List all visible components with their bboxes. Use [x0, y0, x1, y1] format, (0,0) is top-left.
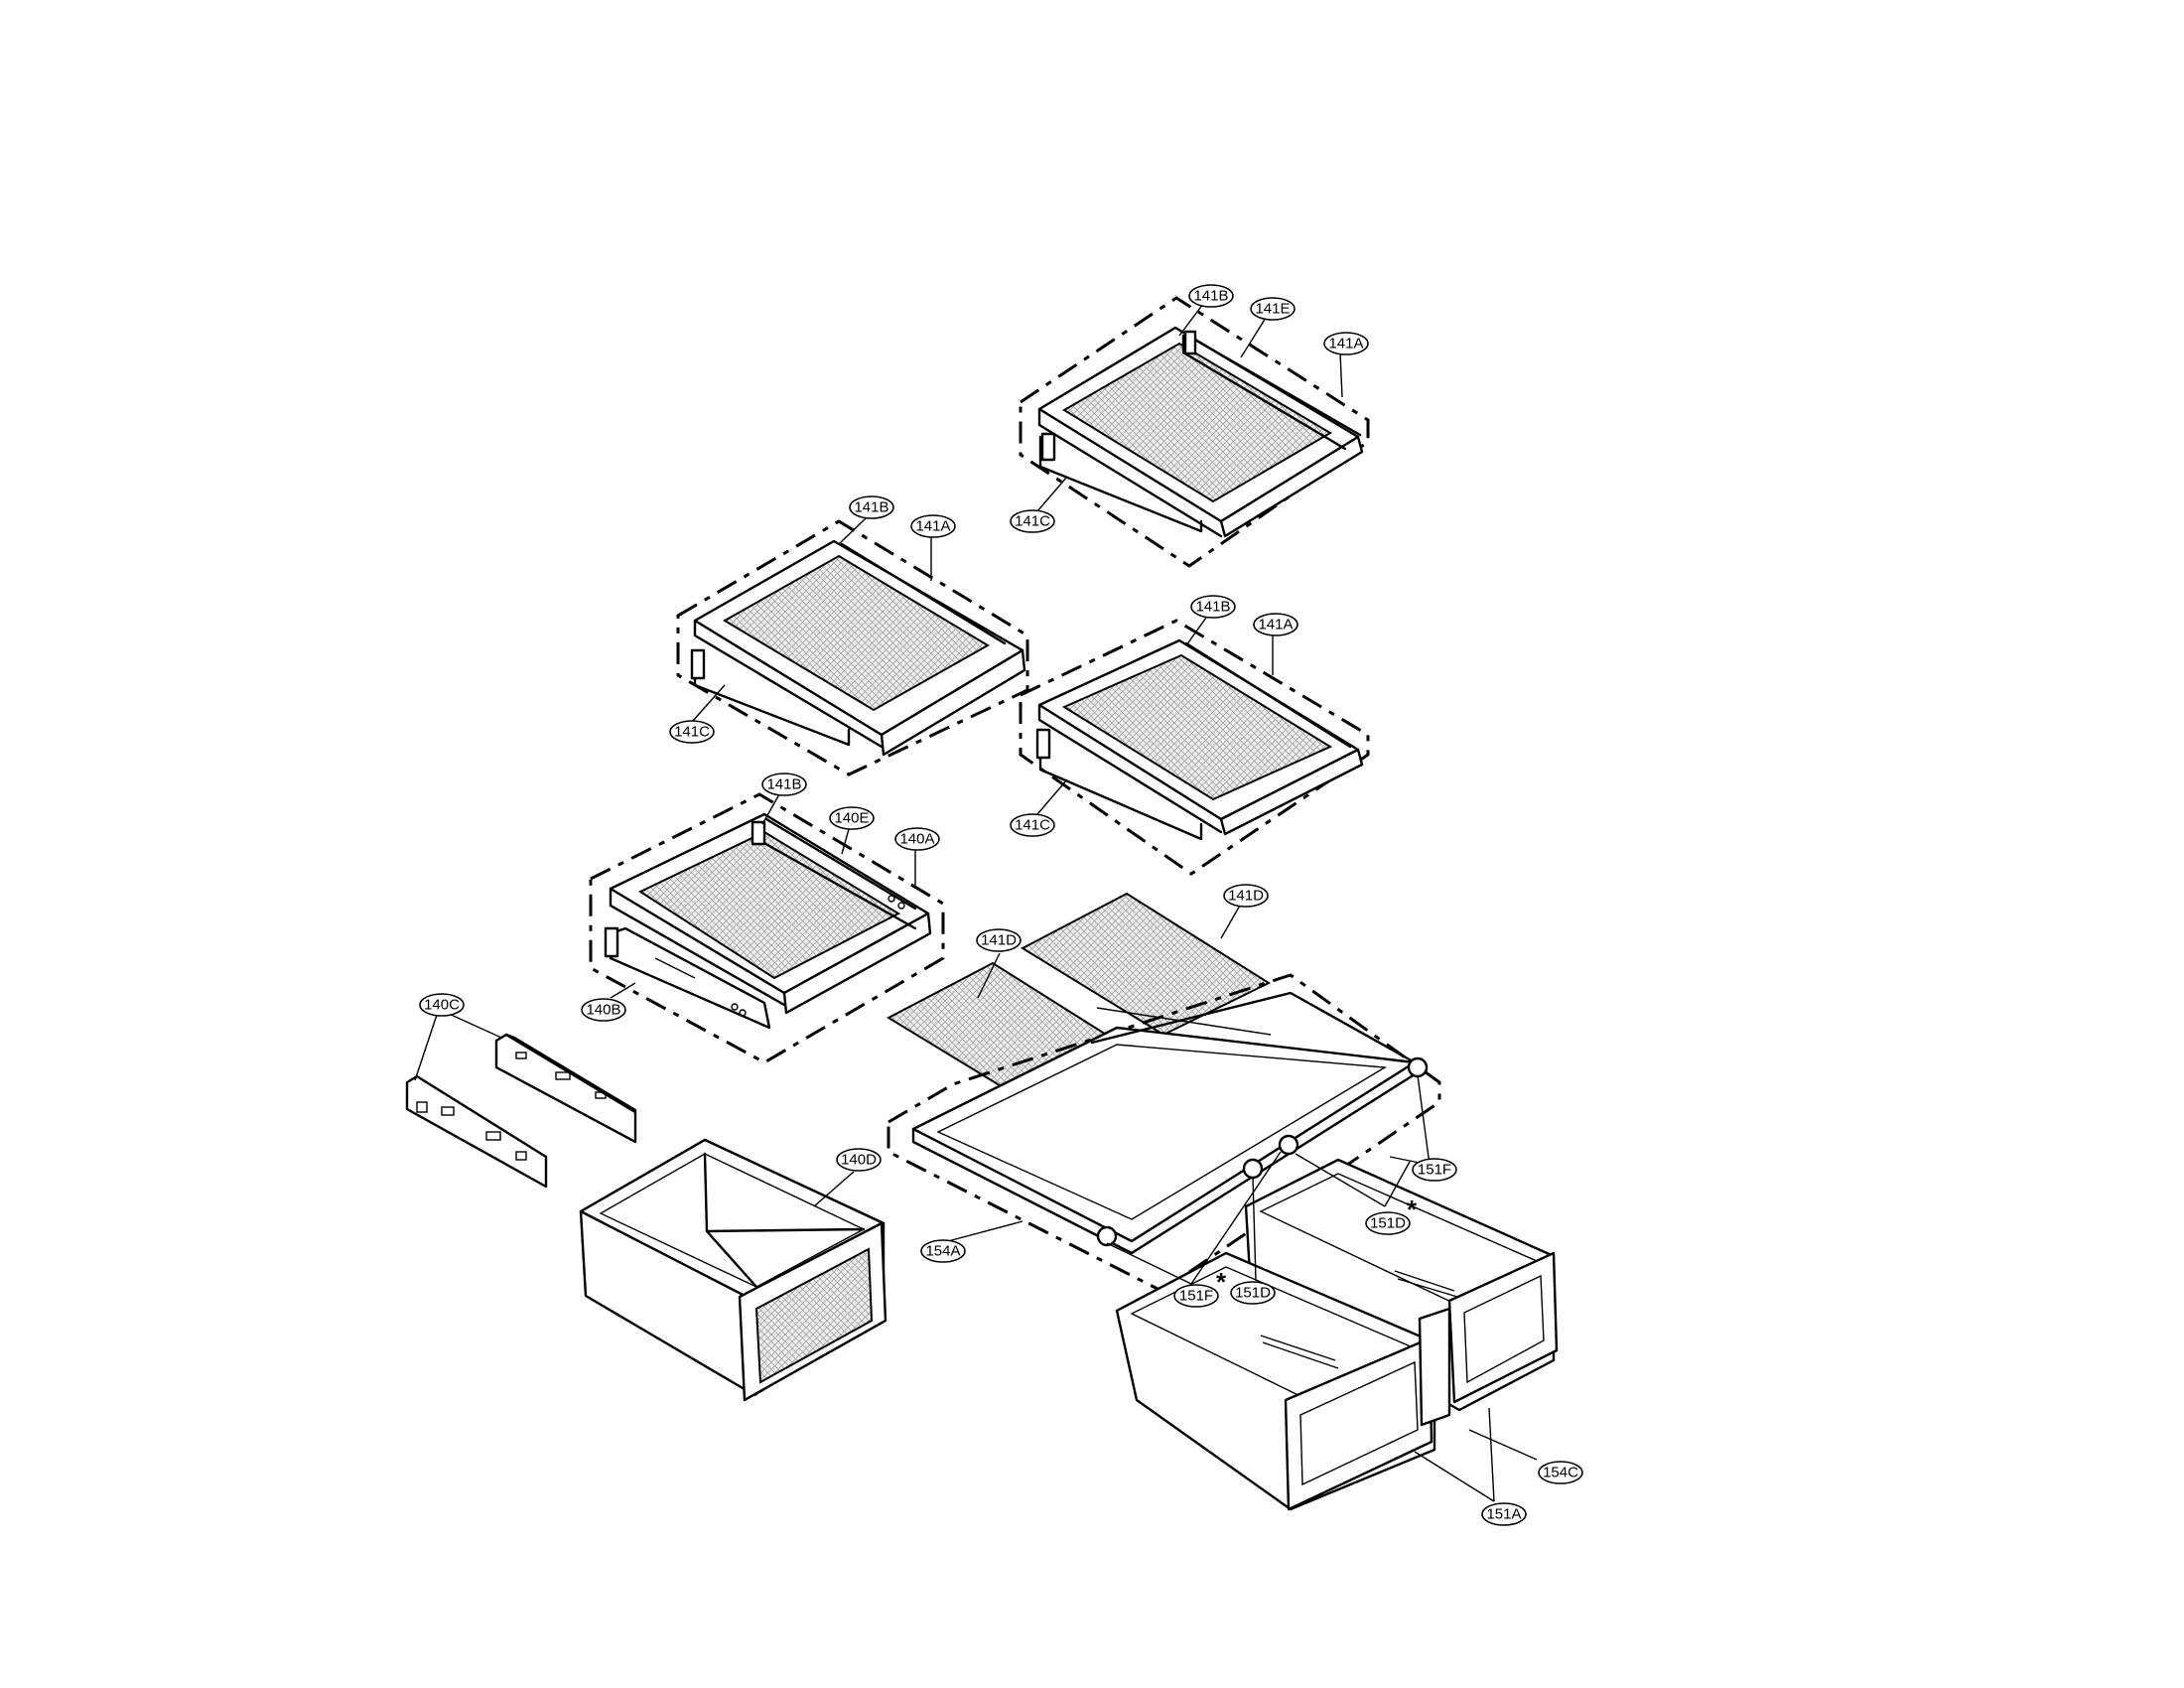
asterisk-mark-b: *	[1216, 1267, 1227, 1297]
asterisk-mark-a: *	[1407, 1195, 1418, 1224]
svg-text:151F: 151F	[1179, 1288, 1213, 1305]
callout-151A: 151A	[1481, 1502, 1527, 1526]
svg-text:141A: 141A	[1258, 617, 1293, 633]
svg-text:141D: 141D	[1228, 888, 1264, 905]
svg-text:151A: 151A	[1486, 1506, 1521, 1523]
callout-154C: 154C	[1538, 1461, 1583, 1484]
svg-text:151D: 151D	[1370, 1215, 1406, 1232]
svg-text:154A: 154A	[925, 1243, 960, 1260]
callout-141B-c: 141B	[1190, 595, 1236, 619]
svg-text:141C: 141C	[1015, 513, 1050, 530]
callout-141B-b: 141B	[849, 495, 894, 519]
callout-141D-a: 141D	[976, 928, 1022, 952]
callout-151D-a: 151D	[1365, 1211, 1411, 1235]
svg-text:141B: 141B	[1195, 599, 1230, 616]
svg-text:151F: 151F	[1418, 1162, 1451, 1179]
svg-text:140E: 140E	[834, 810, 869, 827]
svg-text:154C: 154C	[1543, 1465, 1578, 1481]
callout-151F-b: 151F	[1173, 1284, 1219, 1308]
crisper-drawer-left	[579, 1138, 887, 1402]
callout-140B: 140B	[581, 998, 626, 1022]
callout-141C-c: 141C	[1010, 813, 1055, 837]
svg-text:141B: 141B	[766, 776, 801, 793]
bracket-pair	[405, 1033, 637, 1189]
shelf-assembly-middle-left	[676, 519, 1029, 776]
shelf-assembly-top-right	[1019, 296, 1370, 568]
leader-lines	[414, 303, 1538, 1502]
callout-154A: 154A	[920, 1239, 966, 1263]
svg-text:141C: 141C	[674, 724, 710, 741]
callout-141B-a: 141B	[1188, 284, 1234, 308]
callout-141A-b: 141A	[910, 514, 956, 538]
callout-140A: 140A	[894, 827, 940, 851]
svg-text:141A: 141A	[915, 518, 950, 535]
svg-text:151D: 151D	[1235, 1285, 1271, 1302]
callout-140D: 140D	[836, 1148, 882, 1172]
shelf-assembly-middle-right	[1019, 619, 1370, 876]
callout-151F-a: 151F	[1412, 1158, 1457, 1182]
svg-text:141B: 141B	[1193, 288, 1228, 305]
svg-text:140B: 140B	[586, 1002, 620, 1019]
svg-text:141E: 141E	[1255, 301, 1290, 318]
svg-text:140D: 140D	[841, 1152, 877, 1169]
crisper-drawers-right	[1115, 1158, 1559, 1511]
callout-141C-b: 141C	[669, 720, 715, 744]
shelf-assembly-lower-left	[589, 792, 945, 1064]
callout-151D-b: 151D	[1230, 1281, 1276, 1305]
callout-140C: 140C	[419, 993, 465, 1017]
svg-text:140C: 140C	[424, 997, 460, 1014]
callout-141B-d: 141B	[761, 773, 807, 796]
svg-text:141C: 141C	[1015, 817, 1050, 834]
svg-text:141D: 141D	[981, 932, 1017, 949]
svg-text:140A: 140A	[899, 831, 934, 848]
callout-141D-b: 141D	[1223, 884, 1269, 908]
callout-141E-a: 141E	[1250, 297, 1296, 321]
callout-140E: 140E	[829, 806, 875, 830]
svg-text:141B: 141B	[854, 499, 888, 516]
callout-141C-a: 141C	[1010, 509, 1055, 533]
svg-text:141A: 141A	[1328, 336, 1363, 352]
callout-141A-c: 141A	[1253, 613, 1298, 636]
callout-141A-a: 141A	[1323, 332, 1369, 355]
